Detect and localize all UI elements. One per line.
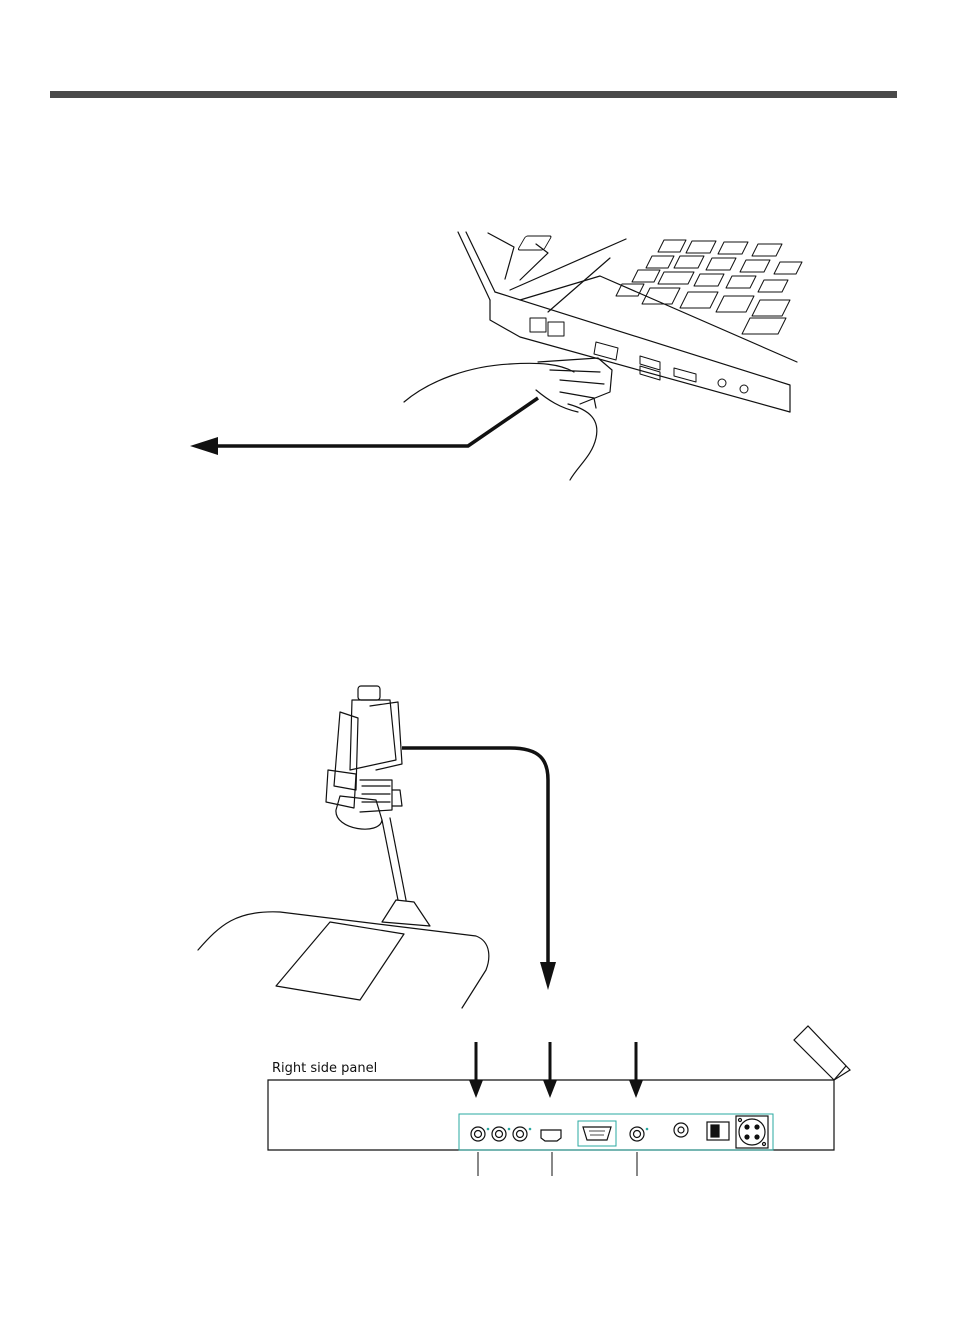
panel-label: Right side panel xyxy=(272,1061,377,1076)
stand-base xyxy=(198,912,489,1008)
camera-stand xyxy=(382,818,430,926)
dc-jack xyxy=(674,1123,688,1137)
camera-icon xyxy=(326,686,402,829)
xlr-connector xyxy=(736,1116,768,1148)
connector-strip xyxy=(459,1114,773,1150)
camera-cable-arrow xyxy=(402,748,556,990)
leader-lines xyxy=(478,1152,637,1176)
vga-port xyxy=(578,1121,616,1146)
power-switch xyxy=(707,1122,729,1140)
hdmi-port xyxy=(541,1130,561,1141)
input-arrows xyxy=(469,1042,643,1098)
right-side-panel xyxy=(268,1026,850,1150)
bnc-connectors xyxy=(471,1127,644,1141)
